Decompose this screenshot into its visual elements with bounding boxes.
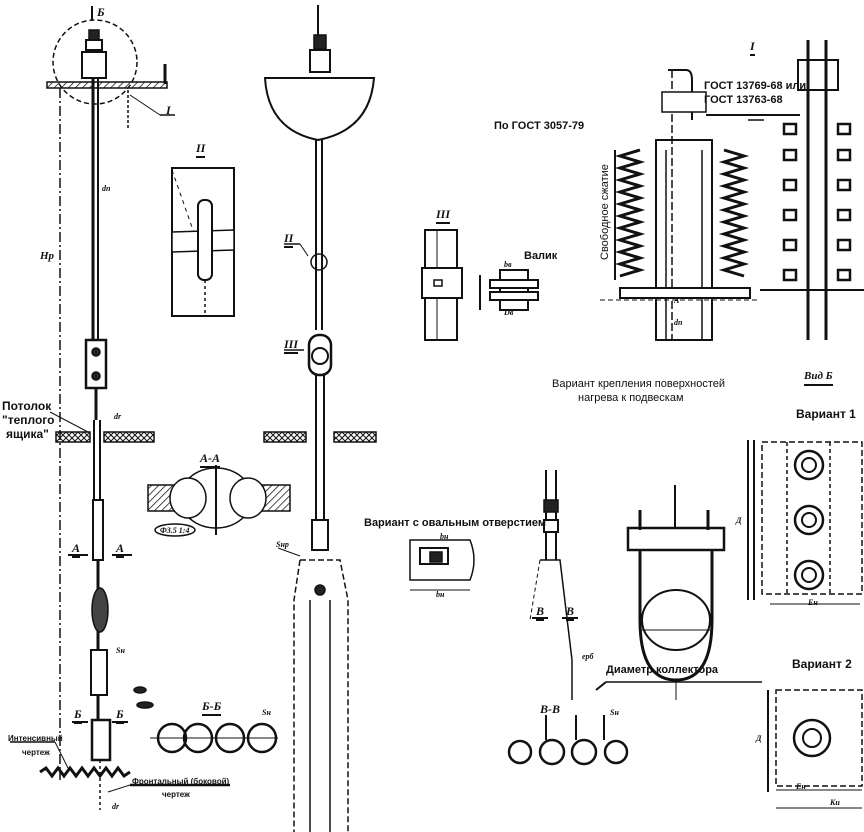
clamp-hanger <box>529 470 726 700</box>
dim-dn-detail: dn <box>674 318 683 327</box>
dim-dr: dr <box>114 412 122 421</box>
section-aa-title: А-А <box>200 452 221 468</box>
dim-epb: eрб <box>582 652 594 661</box>
ceiling-label-1: Потолок <box>2 399 52 413</box>
detail-ii-title: II <box>196 142 206 158</box>
dim-a-variant1: Д <box>736 516 742 525</box>
section-b-left: Б <box>74 708 82 724</box>
dim-bn-oval-bottom: bн <box>436 590 445 599</box>
ceiling-label-3: ящика" <box>6 427 49 441</box>
variant-2-label: Вариант 2 <box>792 657 852 671</box>
gost-spring: По ГОСТ 3057-79 <box>494 120 585 132</box>
fastening-title-1: Вариант крепления поверхностей <box>552 378 726 390</box>
variant-1-label: Вариант 1 <box>796 407 856 421</box>
dim-dv: Dв <box>504 308 514 317</box>
free-compression-label: Свободное сжатие <box>599 164 611 260</box>
fastening-title-2: нагрева к подвескам <box>578 392 684 404</box>
leader-label-ii: II <box>284 232 294 248</box>
dim-dn: dn <box>102 184 111 193</box>
lower-right-note-2: чертеж <box>162 790 190 799</box>
dim-bn-oval: bн <box>440 532 449 541</box>
weld-note: Ф3.5 1:4 <box>160 526 190 535</box>
section-v-left: В <box>536 605 545 621</box>
dim-sn-2: Sн <box>262 708 271 717</box>
dim-snp: Sнр <box>276 540 289 549</box>
gost-nut-1: ГОСТ 13769-68 или <box>704 80 807 92</box>
dim-sn: Sн <box>116 646 125 655</box>
dim-hp: Hp <box>40 250 55 262</box>
collector-diameter-label: Диаметр коллектора <box>606 664 719 676</box>
section-a-left: А <box>72 542 81 558</box>
left-hanger <box>10 6 230 810</box>
dim-dr-bottom: dr <box>112 802 120 811</box>
variant-2 <box>595 681 863 809</box>
detail-i <box>600 40 864 341</box>
lower-left-note-1: Интенсивный <box>8 734 63 743</box>
dim-a-variant2: Д <box>756 734 762 743</box>
gost-nut-2: ГОСТ 13763-68 <box>704 94 783 106</box>
view-b-marker: Б <box>97 5 105 19</box>
dim-a-detail: А <box>674 296 680 305</box>
section-vv <box>507 715 629 766</box>
dim-bv: bв <box>504 260 512 269</box>
section-v-right: В <box>566 605 575 621</box>
dim-bn-variant1: Ен <box>808 598 818 607</box>
detail-ii <box>171 167 235 317</box>
section-b-right: Б <box>116 708 124 724</box>
detail-iii <box>421 229 539 341</box>
middle-hanger <box>263 5 377 832</box>
roller-label: Валик <box>524 250 558 262</box>
section-vv-title: В-В <box>540 702 561 716</box>
variant-1 <box>747 440 863 605</box>
leader-label-i: I <box>166 103 171 117</box>
section-bb <box>150 722 278 754</box>
lower-left-note-2: чертеж <box>22 748 50 757</box>
detail-iii-title: III <box>436 208 451 224</box>
detail-i-title: I <box>750 40 755 56</box>
dim-bottom-variant2: Ки <box>830 798 840 807</box>
view-b-title: Вид Б <box>804 370 833 386</box>
leader-label-iii: III <box>284 338 299 354</box>
section-bb-title: Б-Б <box>202 700 222 716</box>
section-aa <box>147 465 291 537</box>
lower-right-note-1: Фронтальный (боковой) <box>132 777 230 786</box>
dim-bn-variant2: Ен <box>796 782 806 791</box>
section-a-right: А <box>116 542 125 558</box>
ceiling-label-2: "теплого <box>2 413 55 427</box>
dim-sn-vv: Sн <box>610 708 619 717</box>
oval-hole-variant-label: Вариант с овальным отверстием <box>364 517 547 529</box>
detail-circle-b <box>52 19 138 105</box>
oval-hole-variant <box>409 539 475 591</box>
